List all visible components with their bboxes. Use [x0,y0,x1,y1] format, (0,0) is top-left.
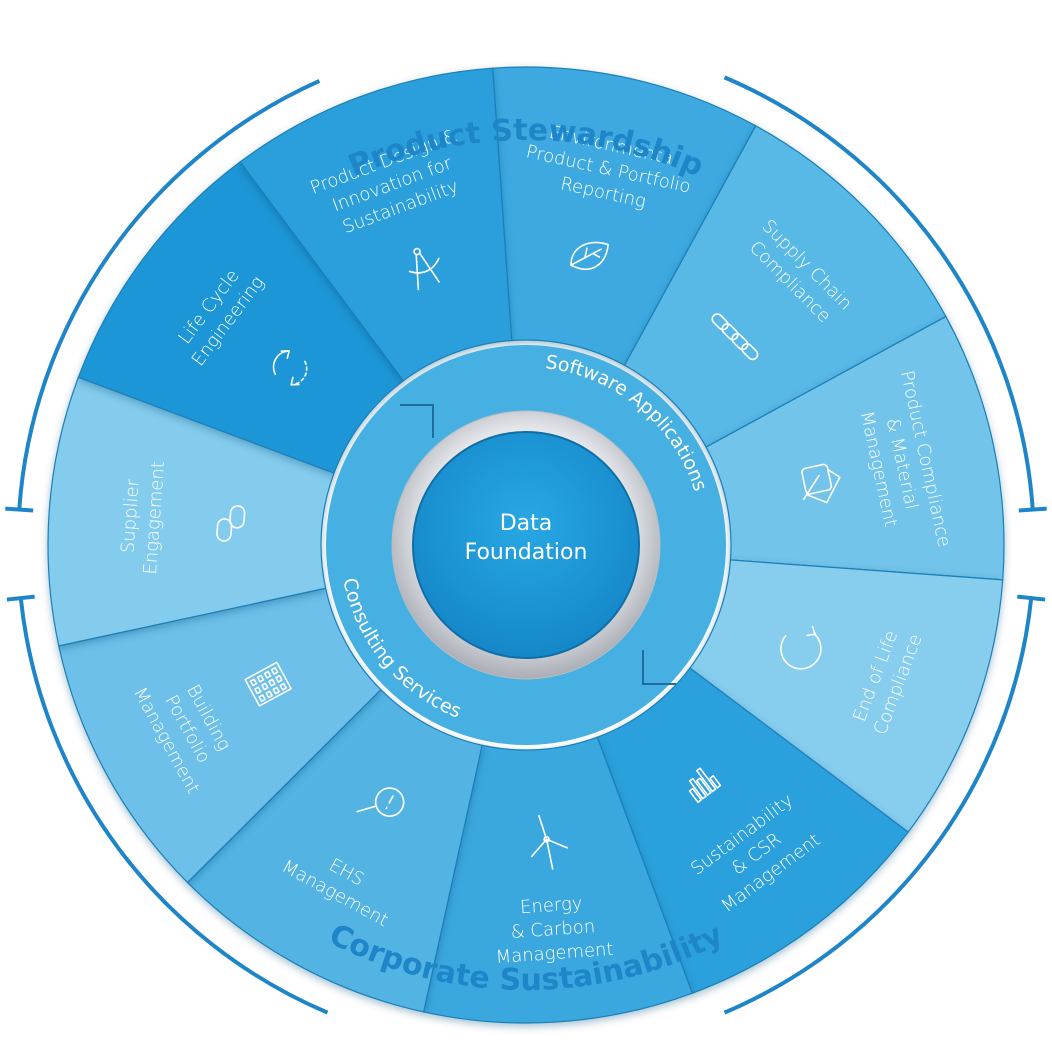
wind-turbine-icon [530,814,569,870]
data-foundation-core [412,431,640,659]
outer-bracket-arc [723,75,1035,510]
center-line-1: Data [500,511,553,536]
segment-label-line: Energy [519,893,583,918]
ring-notch-top [400,404,434,438]
outer-bracket-tick [6,594,35,602]
segment-wedge-supply-chain [623,125,947,448]
segment-wedge-life-cycle [77,161,405,474]
product-box-icon [801,463,841,504]
segment-wedge-end-of-life [689,559,1004,833]
outer-bracket-tick [1017,594,1046,602]
segment-wedge-product-design [239,67,513,382]
outer-brackets [5,75,1047,1015]
center-title: Data [500,511,553,536]
ring-notch-bottom [642,650,676,685]
segment-wedge-ehs [186,688,483,1013]
circular-arrow-icon [780,625,822,670]
segment-wedge-sustainability-csr [596,667,910,994]
outer-bracket-arc [18,597,329,1015]
chain-icon [711,313,759,361]
segment-product-design: Product Design &Innovation forSustainabi… [239,67,513,382]
cycle-arrows-icon [272,350,308,386]
center-line-2: Foundation [465,540,588,565]
magnifier-alert-icon [356,787,405,817]
outer-bracket-arc [723,597,1034,1015]
bar-chart-icon [688,767,722,804]
segment-wedge-env-reporting [492,66,757,367]
segment-wedge-product-compliance [705,315,1005,581]
link-icon [216,505,246,542]
center-subtitle: Foundation [465,540,588,565]
building-icon [244,661,292,707]
leaf-icon [570,241,610,270]
segment-wedge-supplier-engagement [47,376,335,647]
outer-bracket-tick [1018,506,1047,513]
outer-bracket-tick [5,506,34,513]
compass-icon [408,247,440,291]
segment-wedge-building-portfolio [58,587,382,884]
outer-bracket-arc [17,79,321,510]
segment-wedge-energy-carbon [422,736,694,1024]
